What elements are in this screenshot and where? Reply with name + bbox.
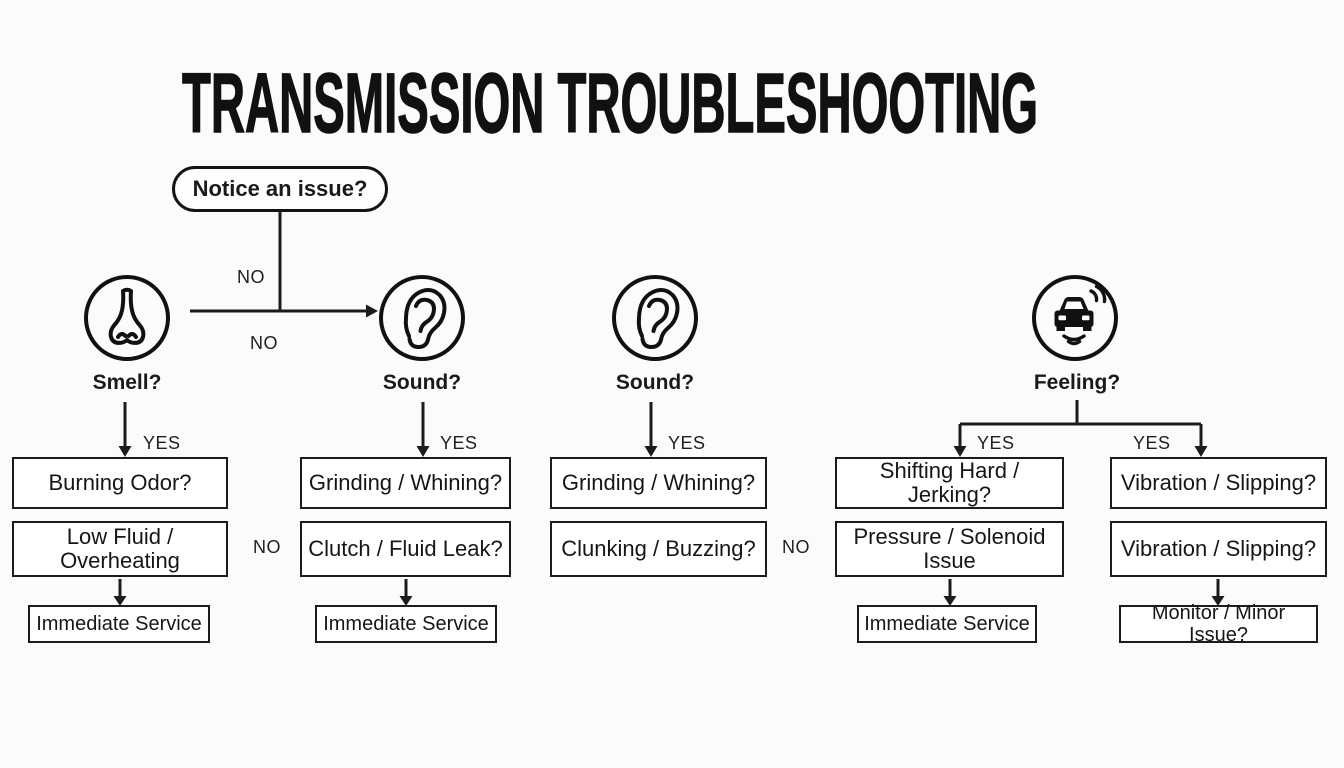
action-box-immediate-service-1: Immediate Service bbox=[28, 605, 210, 643]
edge-label-no-mid-left: NO bbox=[253, 537, 281, 557]
symptom-box-grinding-whining-2: Grinding / Whining? bbox=[550, 457, 767, 509]
symptom-box-burning-odor: Burning Odor? bbox=[12, 457, 228, 509]
edge-label-yes-sound-2: YES bbox=[668, 433, 706, 453]
car-vibration-icon bbox=[1032, 275, 1118, 361]
diagnosis-box-clunking: Clunking / Buzzing? bbox=[550, 521, 767, 577]
edge-label-yes-smell: YES bbox=[143, 433, 181, 453]
sound-node-1 bbox=[374, 270, 470, 366]
sound-label-2: Sound? bbox=[615, 371, 695, 394]
sound-label-1: Sound? bbox=[382, 371, 462, 394]
edge-label-yes-sound-1: YES bbox=[440, 433, 478, 453]
ear-icon bbox=[379, 275, 465, 361]
start-node: Notice an issue? bbox=[172, 166, 388, 212]
page-title: TRANSMISSION TROUBLESHOOTING bbox=[182, 70, 1038, 148]
ear-icon bbox=[612, 275, 698, 361]
sound-node-2 bbox=[607, 270, 703, 366]
diagnosis-box-pressure-solenoid: Pressure / Solenoid Issue bbox=[835, 521, 1064, 577]
diagnosis-box-low-fluid: Low Fluid / Overheating bbox=[12, 521, 228, 577]
action-box-immediate-service-2: Immediate Service bbox=[315, 605, 497, 643]
edge-label-no-bottom: NO bbox=[250, 333, 278, 353]
symptom-box-grinding-whining-1: Grinding / Whining? bbox=[300, 457, 511, 509]
feeling-node bbox=[1027, 270, 1123, 366]
edge-label-no-top: NO bbox=[237, 267, 265, 287]
title-banner: TRANSMISSION TROUBLESHOOTING bbox=[181, 70, 1039, 148]
feeling-label: Feeling? bbox=[1033, 371, 1121, 394]
action-box-immediate-service-3: Immediate Service bbox=[857, 605, 1037, 643]
smell-node bbox=[79, 270, 175, 366]
symptom-box-shifting-hard: Shifting Hard / Jerking? bbox=[835, 457, 1064, 509]
symptom-box-vibration-slipping: Vibration / Slipping? bbox=[1110, 457, 1327, 509]
smell-label: Smell? bbox=[92, 371, 162, 394]
diagnosis-box-vibration-slipping: Vibration / Slipping? bbox=[1110, 521, 1327, 577]
diagnosis-box-clutch-leak: Clutch / Fluid Leak? bbox=[300, 521, 511, 577]
edge-label-yes-feeling-right: YES bbox=[1133, 433, 1171, 453]
edge-label-no-mid-right: NO bbox=[782, 537, 810, 557]
action-box-monitor-minor-issue: Monitor / Minor Issue? bbox=[1119, 602, 1318, 646]
nose-icon bbox=[84, 275, 170, 361]
edge-label-yes-feeling-left: YES bbox=[977, 433, 1015, 453]
start-node-label: Notice an issue? bbox=[192, 176, 368, 201]
